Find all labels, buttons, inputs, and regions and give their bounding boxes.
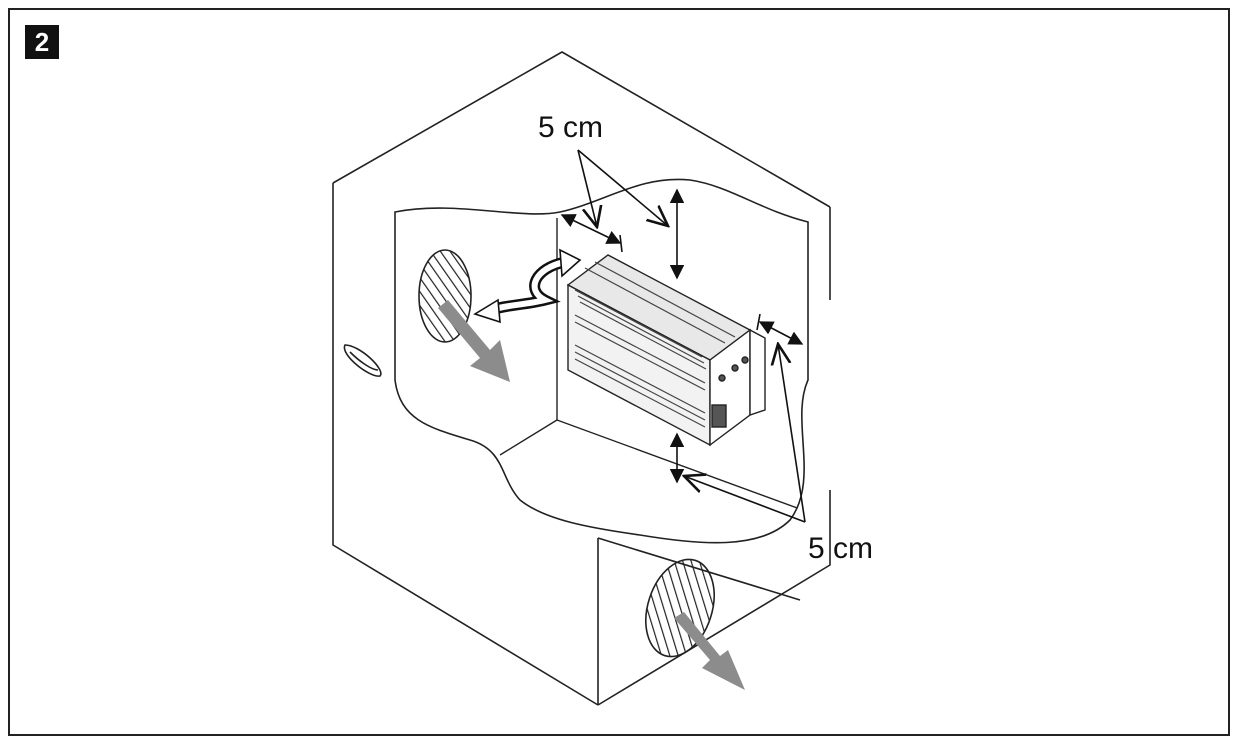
device-fins [574,261,736,428]
dimension-label-top: 5 cm [538,111,603,144]
airflow-arrow-icon [438,300,510,382]
dimension-arrows-bottom [669,313,806,523]
device-led [741,356,749,364]
leader-line [577,149,668,226]
airflow-arrow-icon [674,612,745,690]
device-socket [711,404,727,428]
inner-floor-right [556,419,808,521]
leader-line [577,149,597,227]
device-mount-plate [749,328,766,416]
left-vent [418,249,510,382]
dimension-arrow-icon [758,321,804,345]
device-led [718,374,726,382]
leader-line [778,344,806,523]
dimension-label-bottom: 5 cm [808,532,873,565]
inner-floor-edge [499,419,558,456]
cabinet-left-edge [332,183,599,706]
figure-number-badge: 2 [25,25,59,59]
cabinet-handle [343,344,382,377]
cabinet-front-edge [597,490,831,706]
dimension-arrows-top [560,149,685,280]
cabinet-top [332,51,831,208]
device-led [731,364,739,372]
leader-line [684,476,806,523]
device-unit [566,254,766,447]
curved-double-arrow-icon [473,248,582,324]
front-vent [645,558,745,690]
